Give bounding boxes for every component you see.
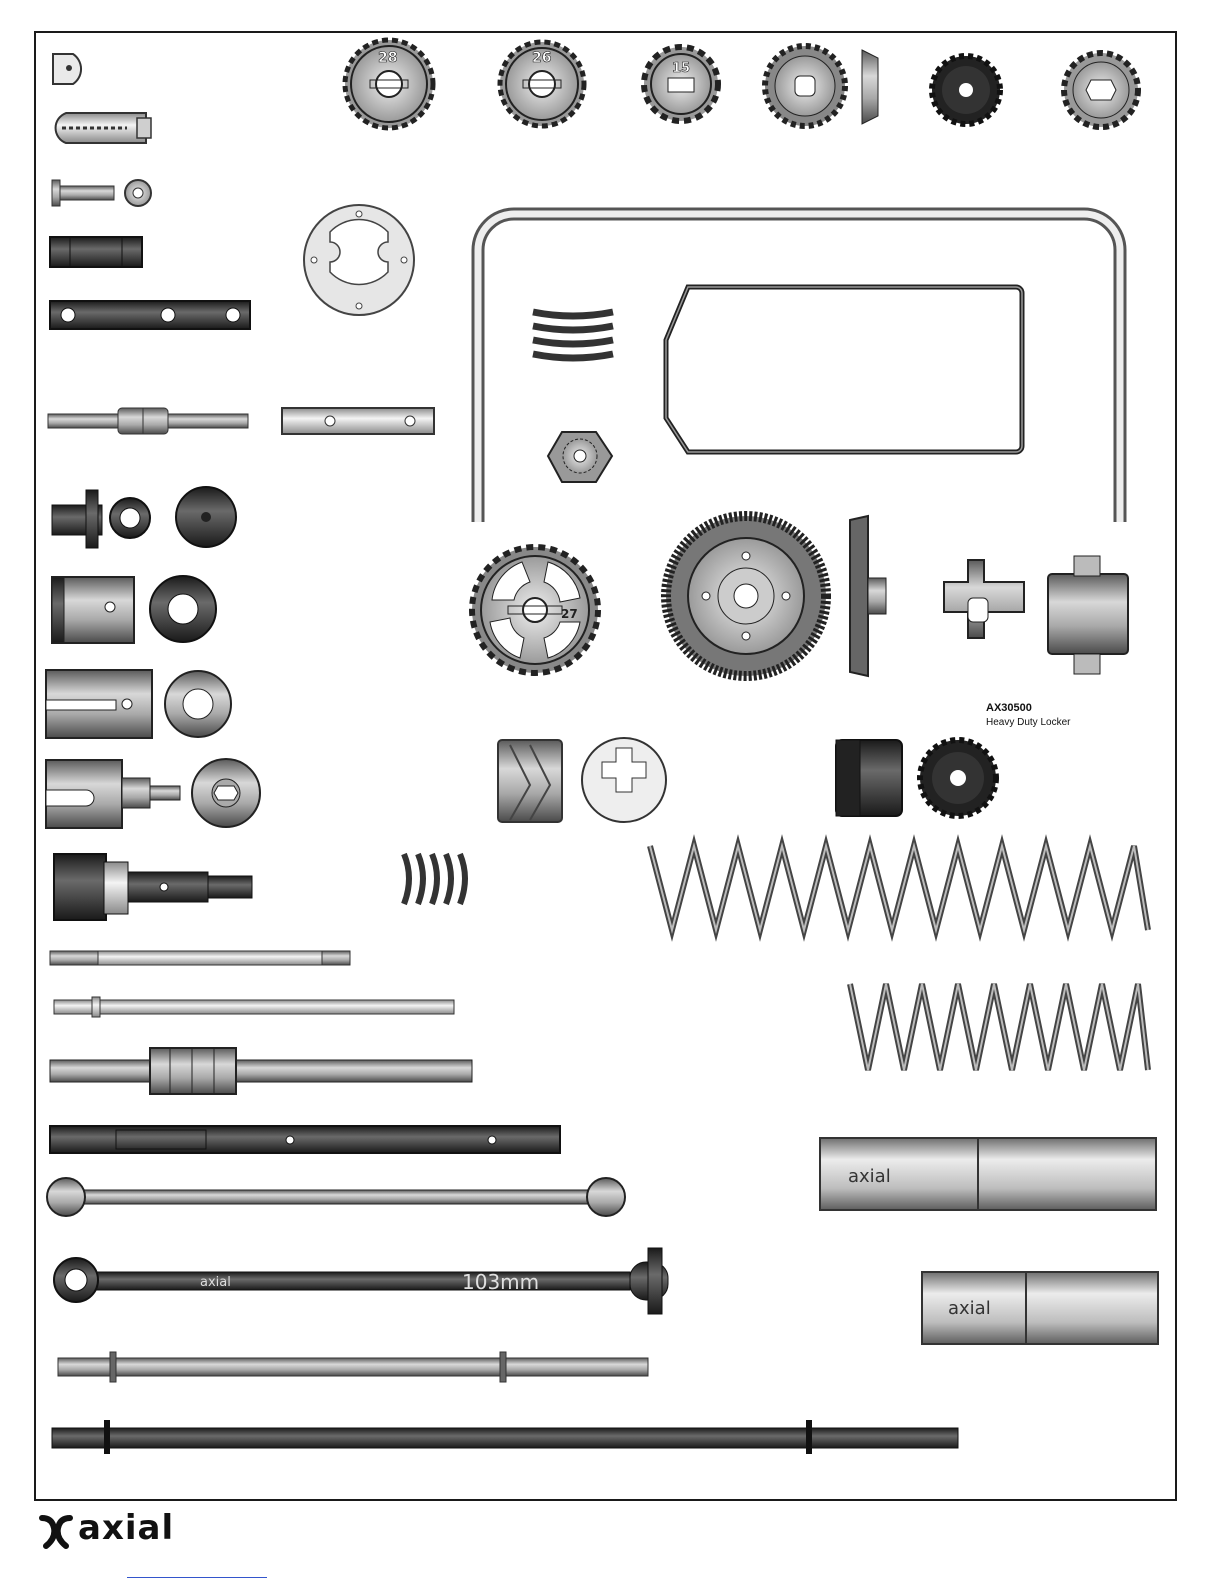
motor-pinion-set xyxy=(836,740,996,816)
axle-stub-part xyxy=(54,854,252,920)
ring-gear-part xyxy=(666,516,886,676)
brand-name-text: axial xyxy=(78,1508,174,1548)
shock-body-short: axial xyxy=(922,1272,1158,1344)
pinion-hex-gear xyxy=(1064,53,1138,127)
gear-26-number: 26 xyxy=(532,50,551,66)
long-dark-axle-shaft xyxy=(52,1420,958,1454)
locker-name-label: Heavy Duty Locker xyxy=(986,717,1070,728)
heavy-duty-locker-part xyxy=(944,556,1128,674)
gray-axle-shaft xyxy=(58,1352,648,1382)
driveshaft-length-text: 103mm xyxy=(462,1270,539,1294)
shaft-long-2 xyxy=(54,997,454,1017)
pin-and-nut-part xyxy=(52,180,151,206)
hex-nut-part xyxy=(548,432,612,482)
small-coil-spring xyxy=(404,854,465,904)
gear-27-number: 27 xyxy=(561,607,578,621)
axial-logo-icon xyxy=(36,1512,76,1552)
long-shock-spring-2 xyxy=(850,984,1148,1070)
outdrive-cup-part-1 xyxy=(52,576,216,643)
shock-short-logo-text: axial xyxy=(948,1298,991,1319)
dark-shaft-part xyxy=(50,1126,560,1153)
gear-26t: 26 xyxy=(500,42,584,126)
locker-sku-label: AX30500 xyxy=(986,702,1032,714)
bevel-gear-top xyxy=(765,46,878,126)
outdrive-shaft-part xyxy=(46,759,260,828)
gear-15-number: 15 xyxy=(672,61,690,76)
rod-end-part xyxy=(52,487,236,548)
gear-28-number: 28 xyxy=(378,50,397,66)
outdrive-cup-part-2 xyxy=(46,670,231,738)
axial-brand-logo: axial xyxy=(36,1508,216,1554)
footer-link-line xyxy=(127,1577,267,1578)
diff-gasket-ring xyxy=(304,205,414,315)
small-clip-part xyxy=(53,54,81,84)
slotted-plate-part xyxy=(56,113,151,143)
long-shock-spring-1 xyxy=(650,846,1148,930)
shock-long-logo-text: axial xyxy=(848,1166,891,1187)
hinge-plate-part xyxy=(282,408,434,434)
gear-28t: 28 xyxy=(345,40,433,128)
oring-seal-part xyxy=(666,287,1022,452)
dogbone-part xyxy=(47,1178,625,1216)
gear-15t: 15 xyxy=(644,47,718,121)
shaft-long-1 xyxy=(50,951,350,965)
driveshaft-logo-text: axial xyxy=(200,1275,231,1290)
black-spider-gear xyxy=(932,56,1000,124)
turnbuckle-part xyxy=(48,408,248,434)
flat-link-plate-part xyxy=(50,301,250,329)
driveshaft-103mm-part: axial 103mm xyxy=(54,1248,668,1314)
spur-gear-shaft xyxy=(50,1048,472,1094)
pinion-gear-and-bushing xyxy=(498,738,666,822)
gear-27t: 27 xyxy=(472,547,598,673)
diff-spring-small xyxy=(531,309,613,364)
hex-coupler-part xyxy=(50,237,142,267)
shock-body-long: axial xyxy=(820,1138,1156,1210)
